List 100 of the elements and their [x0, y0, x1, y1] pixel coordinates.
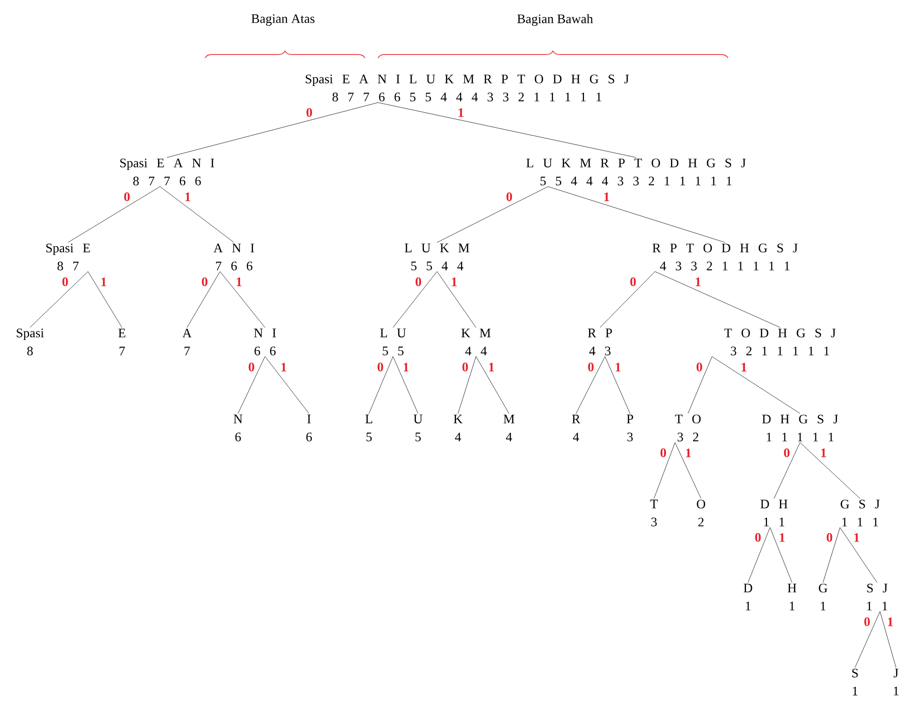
tree-line — [576, 356, 606, 414]
bit-label: 1 — [458, 108, 464, 117]
tree-line — [160, 186, 234, 243]
tree-line — [30, 271, 88, 328]
symbol-group: D H 1 1 — [760, 500, 788, 526]
symbol-group: M 4 — [504, 414, 514, 442]
symbol-group: K 4 — [454, 414, 463, 442]
bit-label: 1 — [821, 448, 826, 458]
tree-line — [880, 611, 896, 668]
symbol-group: D H G S J 1 1 1 1 1 — [762, 414, 838, 442]
tree-line — [88, 271, 122, 328]
bit-label: 1 — [489, 362, 494, 372]
section-label: Bagian Atas — [251, 14, 314, 26]
symbol-group: U 5 — [414, 414, 422, 442]
symbol-group: Spasi E A N I 8 7 7 6 6 — [120, 158, 214, 186]
bit-label: 1 — [854, 533, 860, 542]
tree-line — [654, 271, 780, 328]
symbol-group: R P T O D H G S J 4 3 3 2 1 1 1 1 1 — [652, 244, 798, 270]
tree-line — [822, 527, 840, 583]
symbol-group: S 1 — [852, 668, 858, 696]
tree-line — [770, 527, 792, 583]
symbol-group: T O D H G S J 3 2 1 1 1 1 1 — [724, 328, 836, 356]
bit-label: 1 — [236, 278, 242, 286]
bit-label: 1 — [742, 362, 746, 372]
bit-label: 0 — [826, 533, 832, 542]
symbol-group: R P 4 3 — [588, 328, 612, 356]
symbol-group: Spasi E A N I L U K M R P T O D H G S J 8 7 7 6 6 5 5 4 4 4 3 3 2 1 1 1 1 1 — [306, 74, 629, 102]
tree-line — [748, 527, 770, 583]
bit-label: 0 — [416, 277, 422, 286]
symbol-group: K M 4 4 — [461, 328, 491, 356]
bit-label: 0 — [306, 108, 312, 117]
tree-line — [674, 442, 702, 499]
tree-line — [166, 102, 378, 158]
bit-label: 0 — [378, 362, 384, 372]
symbol-group: D 1 — [744, 584, 752, 610]
tree-line — [476, 356, 510, 414]
bit-label: 0 — [202, 277, 208, 286]
tree-line — [392, 356, 418, 414]
tree-line — [840, 527, 878, 583]
symbol-group: G S J 1 1 1 — [840, 500, 880, 526]
bit-label: 0 — [755, 533, 761, 542]
tree-line — [392, 271, 438, 328]
tree-line — [458, 356, 476, 414]
bit-label: 0 — [660, 448, 666, 458]
tree-line — [688, 356, 712, 414]
symbol-group: T 3 — [650, 500, 658, 526]
symbol-group: Spasi E 8 7 — [46, 244, 90, 270]
symbol-group: N I 6 6 — [254, 328, 276, 356]
symbol-group: G 1 — [818, 584, 828, 610]
tree-line — [68, 186, 160, 243]
symbol-group: O 2 — [696, 500, 706, 526]
tree-line — [600, 271, 656, 328]
symbol-group: A 7 — [182, 328, 192, 356]
bit-label: 0 — [62, 277, 68, 286]
bit-label: 0 — [630, 277, 636, 286]
bit-label: 0 — [784, 448, 790, 458]
bit-label: 1 — [696, 278, 701, 286]
tree-line — [712, 356, 800, 414]
tree-line — [264, 356, 310, 414]
symbol-group: L U K M R P T O D H G S J 5 5 4 4 4 3 3 2 1 1 1 1 1 — [526, 158, 746, 186]
bit-label: 1 — [604, 192, 610, 202]
bit-label: 1 — [452, 278, 457, 286]
bit-label: 1 — [404, 362, 409, 372]
bit-label: 0 — [124, 192, 130, 202]
bit-label: 1 — [780, 533, 785, 542]
symbol-group: R 4 — [572, 414, 580, 442]
tree-line — [220, 271, 266, 328]
symbol-group: H 1 — [788, 584, 796, 610]
bit-label: 0 — [588, 362, 594, 372]
symbol-group: J 1 — [894, 668, 898, 696]
symbol-group: S J 1 1 — [867, 584, 888, 610]
tree-line — [800, 442, 860, 499]
symbol-group: T O 3 2 — [675, 414, 701, 442]
bit-label: 0 — [248, 362, 254, 372]
bit-label: 1 — [185, 192, 190, 202]
bit-label: 0 — [462, 362, 468, 372]
symbol-group: P 3 — [626, 414, 634, 442]
symbol-group: I 6 — [306, 414, 312, 442]
tree-line — [774, 442, 800, 499]
tree-line — [604, 356, 630, 414]
section-label: Bagian Bawah — [517, 14, 593, 26]
symbol-group: N 6 — [234, 414, 242, 442]
bit-label: 0 — [864, 617, 870, 626]
symbol-group: L U 5 5 — [380, 328, 406, 356]
symbol-group: Spasi 8 — [16, 328, 44, 356]
tree-line — [186, 271, 220, 328]
symbol-group: A N I 7 6 6 — [214, 244, 254, 270]
bit-label: 1 — [281, 362, 286, 372]
symbol-group: E 7 — [118, 328, 126, 356]
tree-line — [368, 356, 394, 414]
tree-line — [378, 102, 636, 158]
symbol-group: L U K M 5 5 4 4 — [404, 244, 470, 270]
symbol-group: L 5 — [365, 414, 372, 442]
bit-label: 1 — [616, 362, 621, 372]
tree-line — [436, 271, 476, 328]
tree-line — [548, 186, 726, 243]
bit-label: 0 — [696, 362, 702, 372]
tree-line — [436, 186, 548, 243]
bit-label: 1 — [686, 448, 691, 458]
tree-line — [654, 442, 676, 499]
